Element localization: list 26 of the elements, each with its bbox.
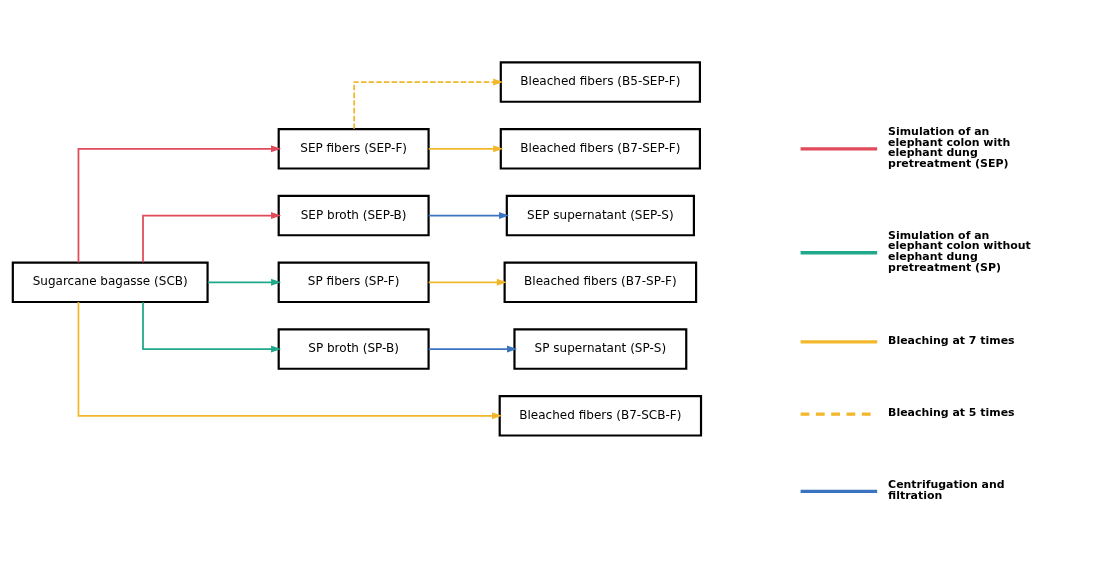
node-box: SP broth (SP-B) [277,327,430,370]
node-box: Sugarcane bagasse (SCB) [11,261,209,303]
legend-label: Bleaching at 7 times [888,333,1015,347]
arrow [427,144,504,152]
arrow [142,211,282,263]
legend-label: Simulation of an elephant colon with elephant dung pretreatment (SEP) [888,124,1011,170]
arrow [77,144,282,263]
node-box: SEP fibers (SEP-F) [277,127,430,170]
arrow [427,211,510,219]
legend-label: Bleaching at 5 times [888,405,1015,419]
node-box: Bleached fibers (B7-SEP-F) [499,127,701,170]
arrow [77,300,503,419]
arrow [427,345,518,353]
arrow [353,78,504,130]
legend-label: Simulation of an elephant colon without elephant dung pretreatment (SP) [888,228,1031,274]
legend-label: Centrifugation and filtration [888,477,1005,502]
node-box: SEP broth (SEP-B) [277,194,430,236]
arrow [142,300,282,353]
node-box: Bleached fibers (B5-SEP-F) [499,60,701,103]
node-box: SEP supernatant (SEP-S) [505,194,695,236]
node-box: Bleached fibers (B7-SCB-F) [498,394,703,437]
node-box: Bleached fibers (B7-SP-F) [503,261,698,303]
node-box: SP supernatant (SP-S) [513,327,688,370]
arrow [427,278,507,286]
arrow [206,278,282,286]
node-box: SP fibers (SP-F) [277,261,430,303]
